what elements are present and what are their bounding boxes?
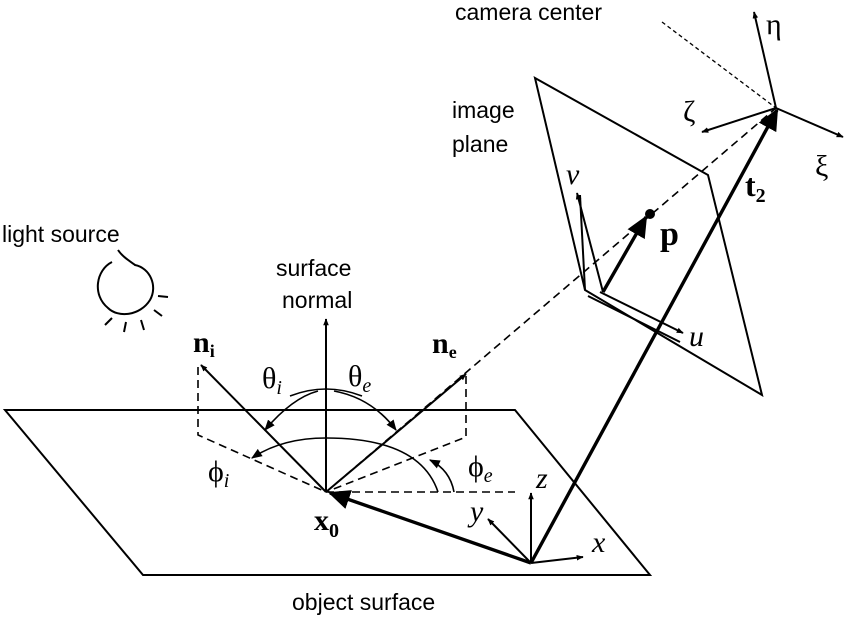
image-plane [533, 76, 764, 398]
theta-top-arc [289, 388, 363, 397]
x-label: x [591, 526, 606, 559]
theta-i-label: θi [262, 362, 282, 399]
light-source-label: light source [2, 221, 120, 247]
v-label: v [566, 158, 580, 191]
image-plane-label-2: plane [452, 131, 508, 157]
phi-i-arc [251, 437, 439, 493]
object-surface-label: object surface [292, 589, 435, 615]
ne-projection-box [325, 376, 467, 493]
image-axis-v [575, 192, 604, 293]
surface-normal-label-2: normal [282, 287, 352, 313]
world-axis-y [487, 518, 532, 564]
image-axis-u [599, 291, 684, 334]
eta-label: η [766, 8, 782, 41]
vector-ne [325, 373, 467, 493]
image-axis-bar [587, 295, 681, 343]
ne-label: ne [432, 327, 457, 362]
vector-ni [200, 364, 327, 493]
ni-projection-box [197, 367, 327, 493]
camera-center-label: camera center [455, 0, 602, 25]
image-plane-label-1: image [452, 97, 515, 123]
vector-x0 [327, 490, 532, 565]
camera-axis-eta [752, 11, 777, 109]
camera-center-leader [661, 21, 777, 109]
world-axis-x [530, 554, 584, 564]
ni-label: ni [193, 326, 215, 361]
xi-label: ξ [815, 150, 828, 183]
vector-p [601, 215, 648, 293]
object-surface-plane [2, 409, 653, 576]
phi-e-label: ϕe [468, 450, 493, 487]
theta-e-label: θe [348, 360, 371, 397]
surface-normal-label-1: surface [276, 255, 351, 281]
camera-axis-zeta [701, 107, 777, 133]
phi-i-label: ϕi [208, 455, 229, 492]
u-label: u [689, 320, 704, 353]
vector-t2 [529, 108, 779, 564]
point-p [645, 209, 655, 219]
theta-e-arc [333, 390, 397, 431]
phi-e-arc [429, 459, 455, 493]
zeta-label: ζ [683, 95, 695, 128]
p-label: p [660, 216, 679, 253]
x0-label: x0 [314, 504, 339, 542]
theta-i-arc [264, 390, 319, 431]
t2-label: t2 [745, 167, 766, 207]
z-label: z [535, 462, 548, 495]
camera-axis-xi [775, 107, 844, 138]
y-label: y [467, 495, 484, 528]
light-bulb-icon [97, 249, 169, 333]
